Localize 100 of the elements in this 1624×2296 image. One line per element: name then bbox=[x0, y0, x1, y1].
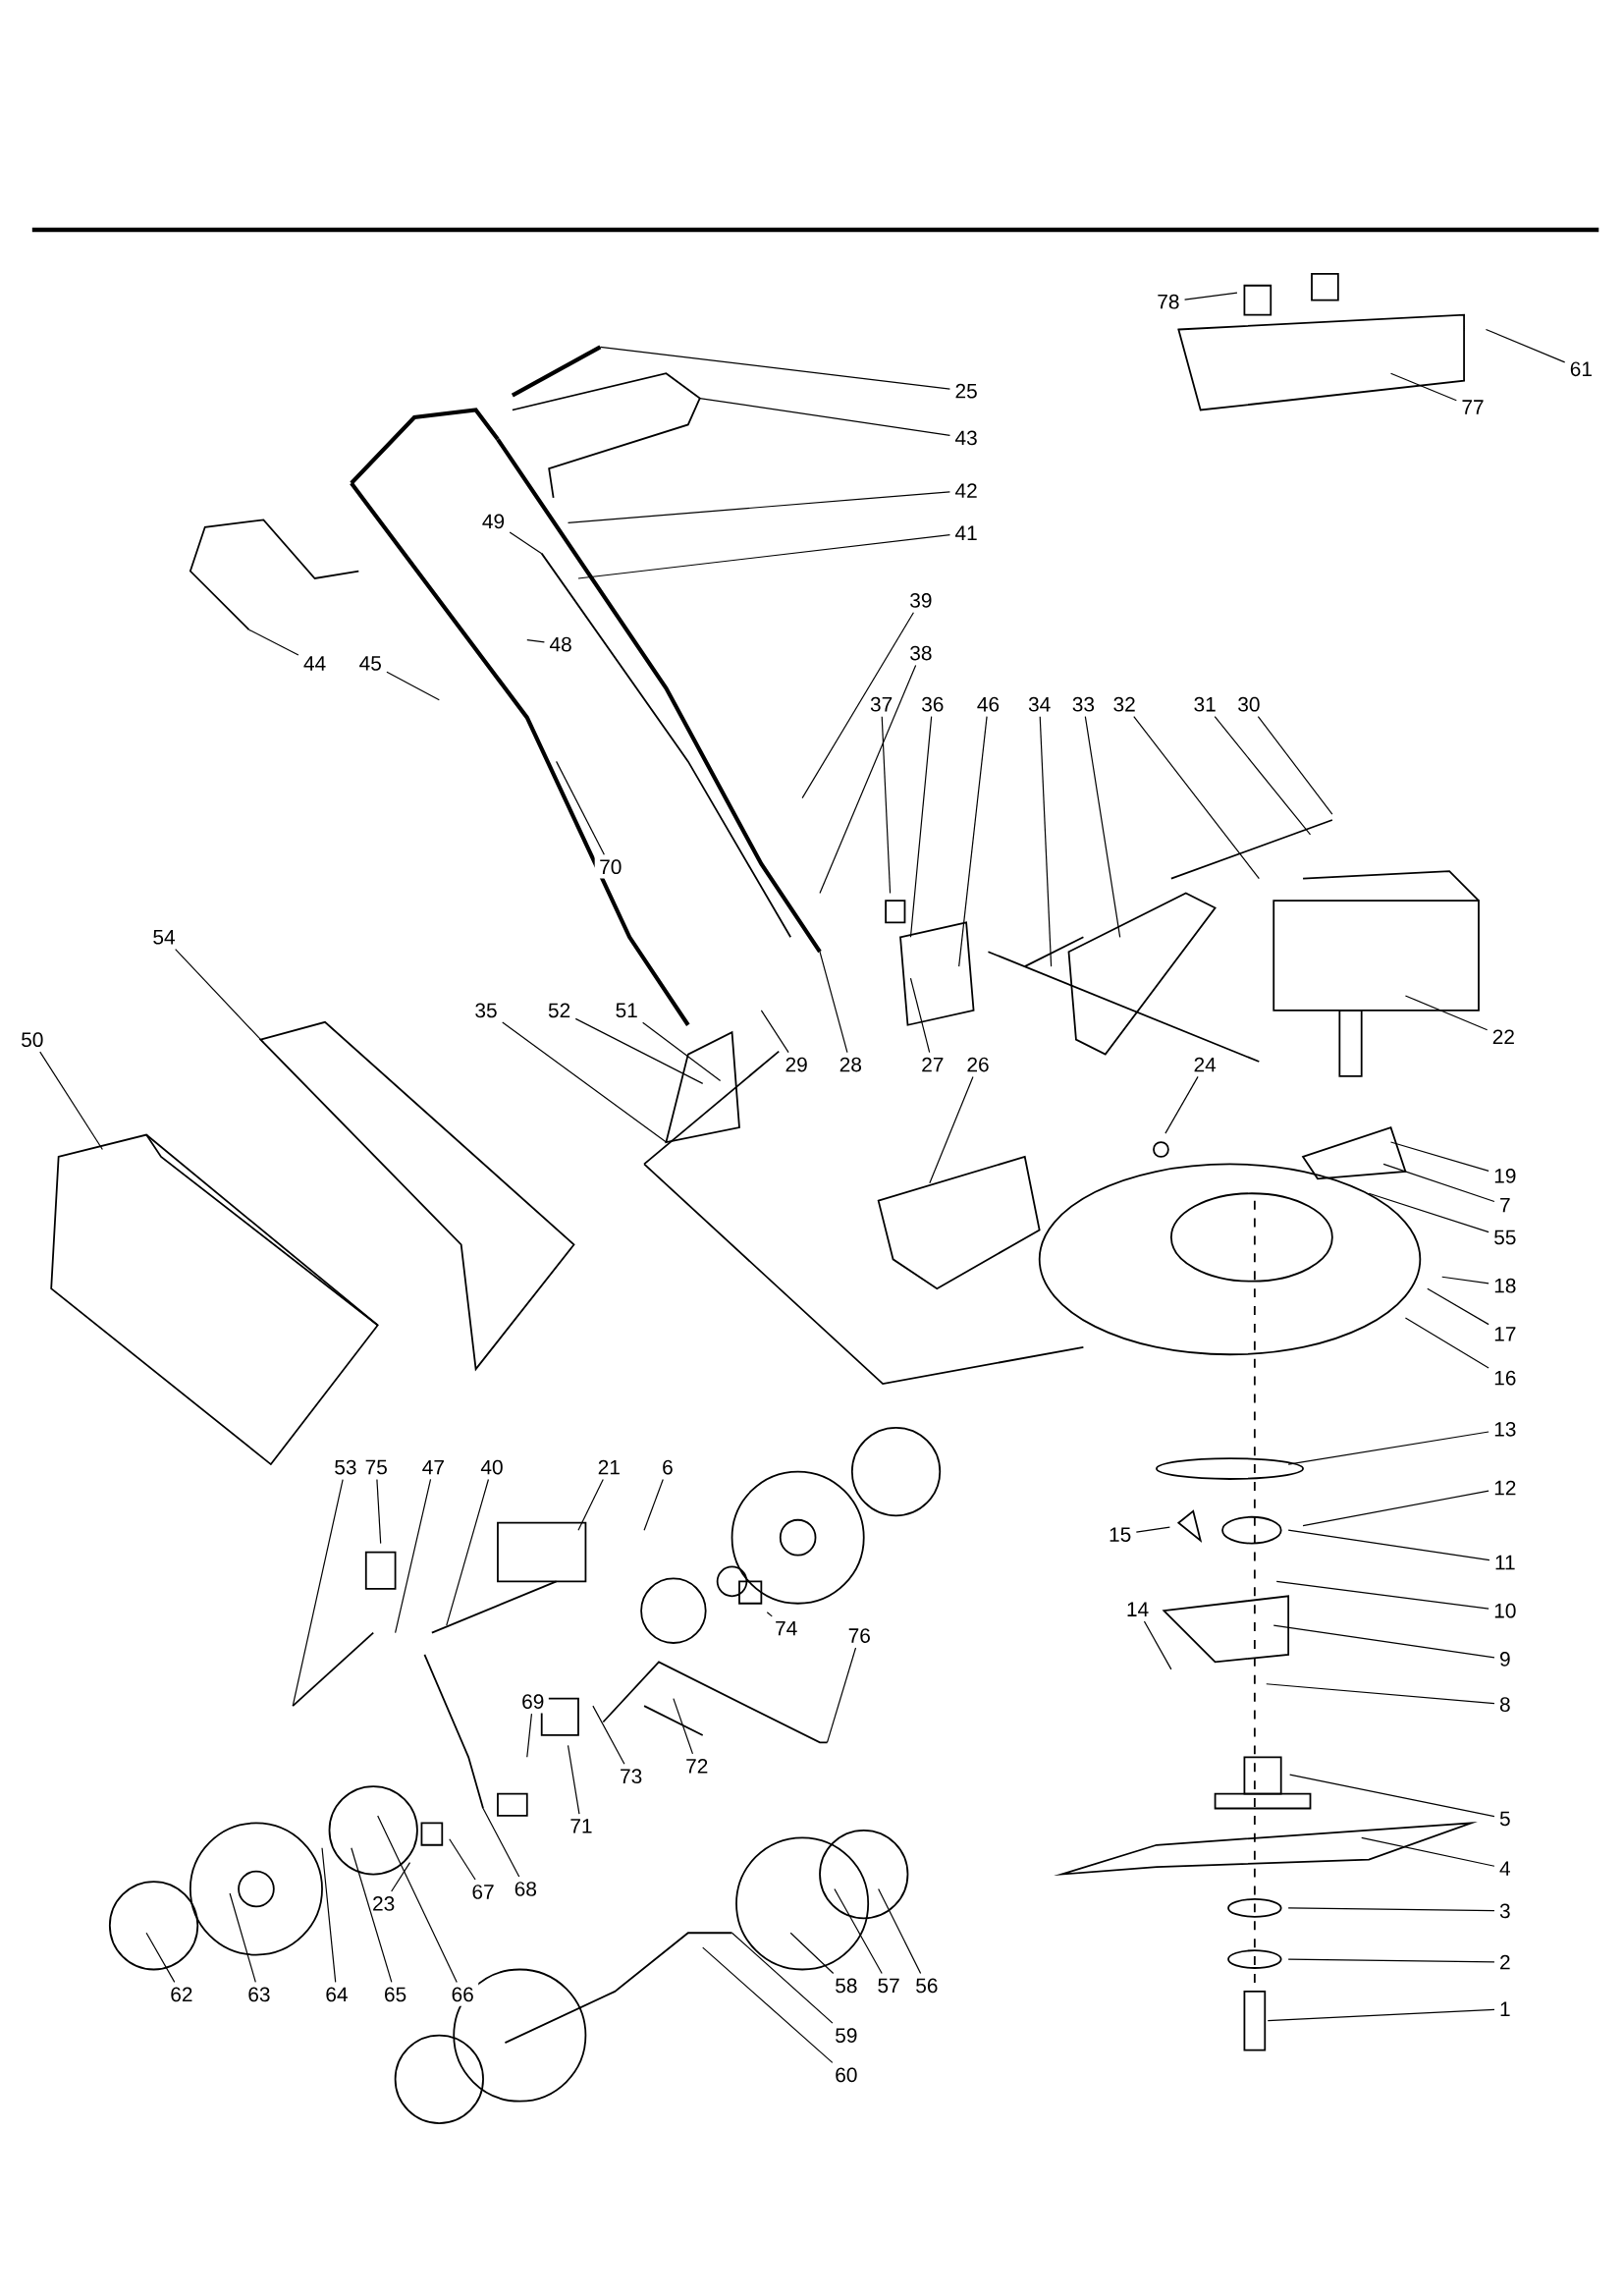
leader-line bbox=[574, 1017, 704, 1084]
callout-number: 46 bbox=[972, 692, 1004, 717]
callout-number: 23 bbox=[367, 1891, 400, 1916]
leader-line bbox=[878, 1887, 922, 1975]
callout-number: 16 bbox=[1489, 1366, 1522, 1390]
callout-number: 31 bbox=[1189, 692, 1221, 717]
callout-number: 57 bbox=[873, 1974, 905, 1997]
leader-line bbox=[834, 1887, 883, 1975]
callout-number: 25 bbox=[950, 379, 983, 403]
callout-number: 45 bbox=[354, 651, 387, 676]
callout-number: 47 bbox=[417, 1455, 450, 1479]
callout-number: 75 bbox=[360, 1455, 393, 1479]
callout-number: 12 bbox=[1489, 1476, 1522, 1500]
leader-line bbox=[1405, 1317, 1489, 1369]
callout-number: 7 bbox=[1494, 1193, 1516, 1217]
leader-line bbox=[1368, 1192, 1489, 1233]
leader-line bbox=[577, 1478, 605, 1531]
callout-number: 29 bbox=[781, 1053, 813, 1076]
leader-line bbox=[1164, 1075, 1199, 1134]
leader-line bbox=[395, 1478, 432, 1634]
callout-number: 30 bbox=[1233, 692, 1266, 717]
leader-line bbox=[509, 531, 543, 555]
leader-line bbox=[1184, 292, 1238, 301]
callout-number: 24 bbox=[1189, 1053, 1221, 1076]
leader-line bbox=[643, 1478, 665, 1531]
leader-line bbox=[1427, 1287, 1489, 1326]
leader-line bbox=[1486, 328, 1566, 363]
callout-number: 41 bbox=[950, 521, 983, 545]
callout-number: 55 bbox=[1489, 1226, 1522, 1249]
callout-number: 10 bbox=[1489, 1599, 1522, 1623]
leader-line bbox=[827, 1647, 857, 1743]
leader-line bbox=[292, 1478, 344, 1707]
leader-line bbox=[1287, 1431, 1489, 1465]
callout-number: 61 bbox=[1565, 356, 1597, 381]
callout-number: 28 bbox=[835, 1053, 867, 1076]
leader-line bbox=[321, 1847, 337, 1983]
leader-line bbox=[1214, 716, 1312, 836]
callout-number: 40 bbox=[476, 1455, 509, 1479]
leader-line bbox=[819, 664, 917, 895]
callout-number: 17 bbox=[1489, 1322, 1522, 1346]
leader-line bbox=[1133, 716, 1261, 880]
callout-number: 14 bbox=[1121, 1598, 1154, 1621]
leader-line bbox=[1275, 1580, 1489, 1610]
leader-line bbox=[789, 1932, 835, 1975]
callout-number: 69 bbox=[516, 1689, 550, 1714]
leader-line bbox=[449, 1838, 476, 1881]
leader-line bbox=[482, 1807, 520, 1878]
leader-line bbox=[1267, 2008, 1495, 2022]
callout-number: 33 bbox=[1067, 692, 1100, 717]
leader-line bbox=[929, 1075, 974, 1184]
callout-number: 32 bbox=[1109, 692, 1141, 717]
callout-number: 44 bbox=[298, 651, 331, 676]
leader-line bbox=[39, 1051, 104, 1151]
leader-line bbox=[910, 977, 931, 1054]
leader-line bbox=[1382, 1163, 1495, 1203]
leader-line bbox=[1266, 1683, 1495, 1705]
leader-line bbox=[1287, 1529, 1490, 1561]
leader-line bbox=[599, 346, 951, 390]
callout-number: 21 bbox=[593, 1455, 625, 1479]
leader-line bbox=[642, 1021, 722, 1081]
callout-number: 63 bbox=[244, 1983, 276, 2006]
callout-number: 62 bbox=[166, 1983, 198, 2006]
callout-number: 54 bbox=[148, 925, 181, 950]
leader-line bbox=[1289, 1774, 1495, 1818]
callout-number: 76 bbox=[843, 1623, 876, 1648]
leader-line bbox=[145, 1932, 176, 1983]
leader-line bbox=[386, 671, 441, 701]
callout-number: 70 bbox=[594, 854, 627, 879]
callout-number: 64 bbox=[321, 1983, 353, 2006]
callout-number: 67 bbox=[467, 1880, 500, 1904]
callout-number: 37 bbox=[865, 692, 897, 717]
callout-number: 15 bbox=[1104, 1522, 1136, 1547]
callout-number: 18 bbox=[1489, 1274, 1522, 1298]
leader-line bbox=[801, 612, 915, 799]
leader-line bbox=[351, 1847, 393, 1983]
callout-number: 59 bbox=[830, 2023, 863, 2048]
leader-line bbox=[446, 1478, 490, 1626]
callout-number: 36 bbox=[916, 692, 949, 717]
callout-number: 38 bbox=[905, 641, 938, 665]
leader-line bbox=[377, 1815, 459, 1983]
callout-number: 1 bbox=[1494, 1997, 1516, 2021]
leader-line bbox=[958, 716, 988, 967]
callout-number: 13 bbox=[1489, 1417, 1522, 1442]
leader-line bbox=[910, 716, 933, 938]
leader-line bbox=[731, 1932, 834, 2024]
leader-line bbox=[577, 534, 951, 579]
callout-number: 52 bbox=[543, 999, 575, 1022]
leader-line bbox=[568, 1744, 580, 1815]
callout-number: 72 bbox=[680, 1754, 714, 1777]
callout-number: 11 bbox=[1489, 1551, 1521, 1574]
callout-number: 50 bbox=[16, 1027, 49, 1052]
callout-number: 35 bbox=[470, 999, 503, 1022]
leader-line bbox=[1287, 1958, 1495, 1963]
callout-number: 77 bbox=[1457, 395, 1489, 419]
leader-line bbox=[673, 1698, 694, 1755]
leader-line bbox=[1361, 1836, 1495, 1867]
leader-line bbox=[1441, 1276, 1489, 1285]
leader-line bbox=[502, 1021, 668, 1143]
leader-line bbox=[229, 1892, 257, 1983]
leader-line bbox=[1084, 716, 1121, 938]
